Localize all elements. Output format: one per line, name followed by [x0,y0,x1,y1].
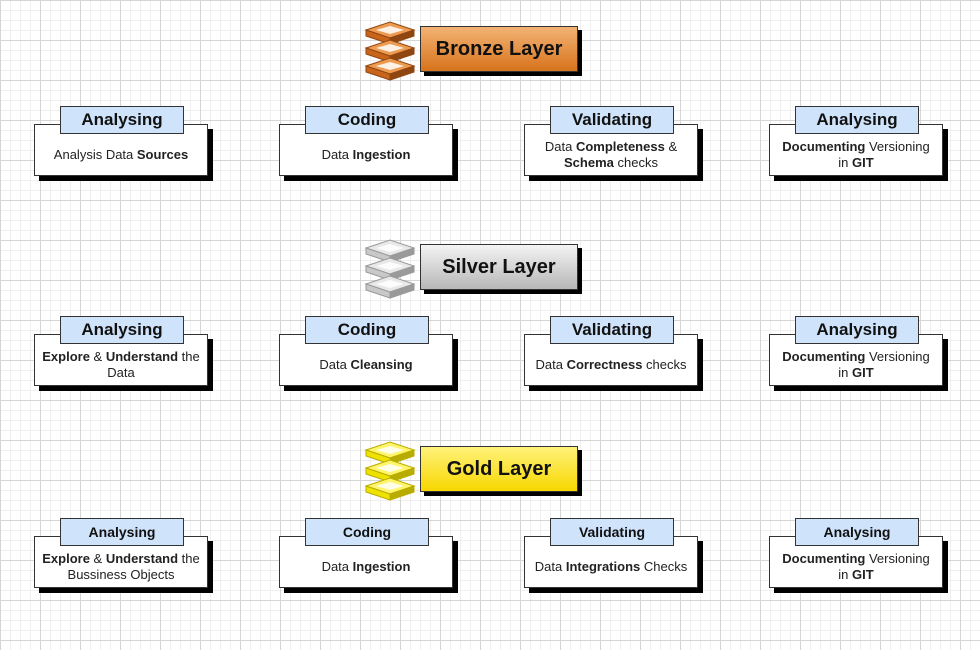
description-fragment: Data [534,559,566,574]
step-card: Documenting Versioning in GIT Analysing [769,316,954,392]
description-fragment: Data [544,139,576,154]
step-tag: Analysing [60,316,184,344]
description-fragment: Schema [564,155,614,170]
description-fragment: & [89,551,106,566]
description-fragment: Ingestion [352,147,411,162]
step-tag: Analysing [60,106,184,134]
description-fragment: Data [321,147,353,162]
step-tag: Analysing [795,518,919,546]
layer-title: Gold Layer [420,446,578,492]
description-fragment: Versioning in [838,139,930,170]
description-fragment: Versioning in [838,349,930,380]
step-tag: Validating [550,316,674,344]
description-fragment: Versioning in [838,551,930,582]
step-tag: Coding [305,106,429,134]
description-fragment: Understand [105,349,179,364]
description-fragment: Data [319,357,351,372]
description-fragment: Completeness [575,139,665,154]
description-fragment: & [89,349,106,364]
description-fragment: Data [321,559,353,574]
step-card: Data Cleansing Coding [279,316,464,392]
step-card: Documenting Versioning in GIT Analysing [769,518,954,594]
step-card: Data Ingestion Coding [279,518,464,594]
description-fragment: Documenting [782,551,866,566]
step-tag: Coding [305,316,429,344]
step-tag: Validating [550,106,674,134]
description-fragment: Correctness [566,357,643,372]
step-card: Analysis Data Sources Analysing [34,106,219,182]
description-fragment: Documenting [782,349,866,364]
description-fragment: GIT [852,365,874,380]
description-fragment: Cleansing [350,357,413,372]
step-card: Documenting Versioning in GIT Analysing [769,106,954,182]
step-card: Explore & Understand the Bussiness Objec… [34,518,219,594]
description-fragment: checks [613,155,658,170]
step-tag: Analysing [795,316,919,344]
description-fragment: Analysis Data [53,147,137,162]
step-card: Data Completeness & Schema checks Validat… [524,106,709,182]
stacked-layers-icon [364,236,416,300]
step-card: Data Ingestion Coding [279,106,464,182]
step-tag: Validating [550,518,674,546]
description-fragment: Data [535,357,567,372]
layer-title: Bronze Layer [420,26,578,72]
description-fragment: checks [642,357,687,372]
description-fragment: Understand [105,551,179,566]
description-fragment: Ingestion [352,559,411,574]
description-fragment: GIT [852,155,874,170]
layer-title: Silver Layer [420,244,578,290]
description-fragment: Explore [42,551,90,566]
description-fragment: the Data [107,349,200,380]
description-fragment: Integrations [565,559,641,574]
step-card: Data Integrations Checks Validating [524,518,709,594]
description-fragment: GIT [852,567,874,582]
step-tag: Coding [305,518,429,546]
description-fragment: Documenting [782,139,866,154]
description-fragment: Explore [42,349,90,364]
step-tag: Analysing [60,518,184,546]
step-tag: Analysing [795,106,919,134]
description-fragment: Checks [640,559,688,574]
stacked-layers-icon [364,438,416,502]
description-fragment: the Bussiness Objects [67,551,200,582]
step-card: Data Correctness checks Validating [524,316,709,392]
description-fragment: & [664,139,678,154]
description-fragment: Sources [136,147,189,162]
stacked-layers-icon [364,18,416,82]
step-card: Explore & Understand the Data Analysing [34,316,219,392]
